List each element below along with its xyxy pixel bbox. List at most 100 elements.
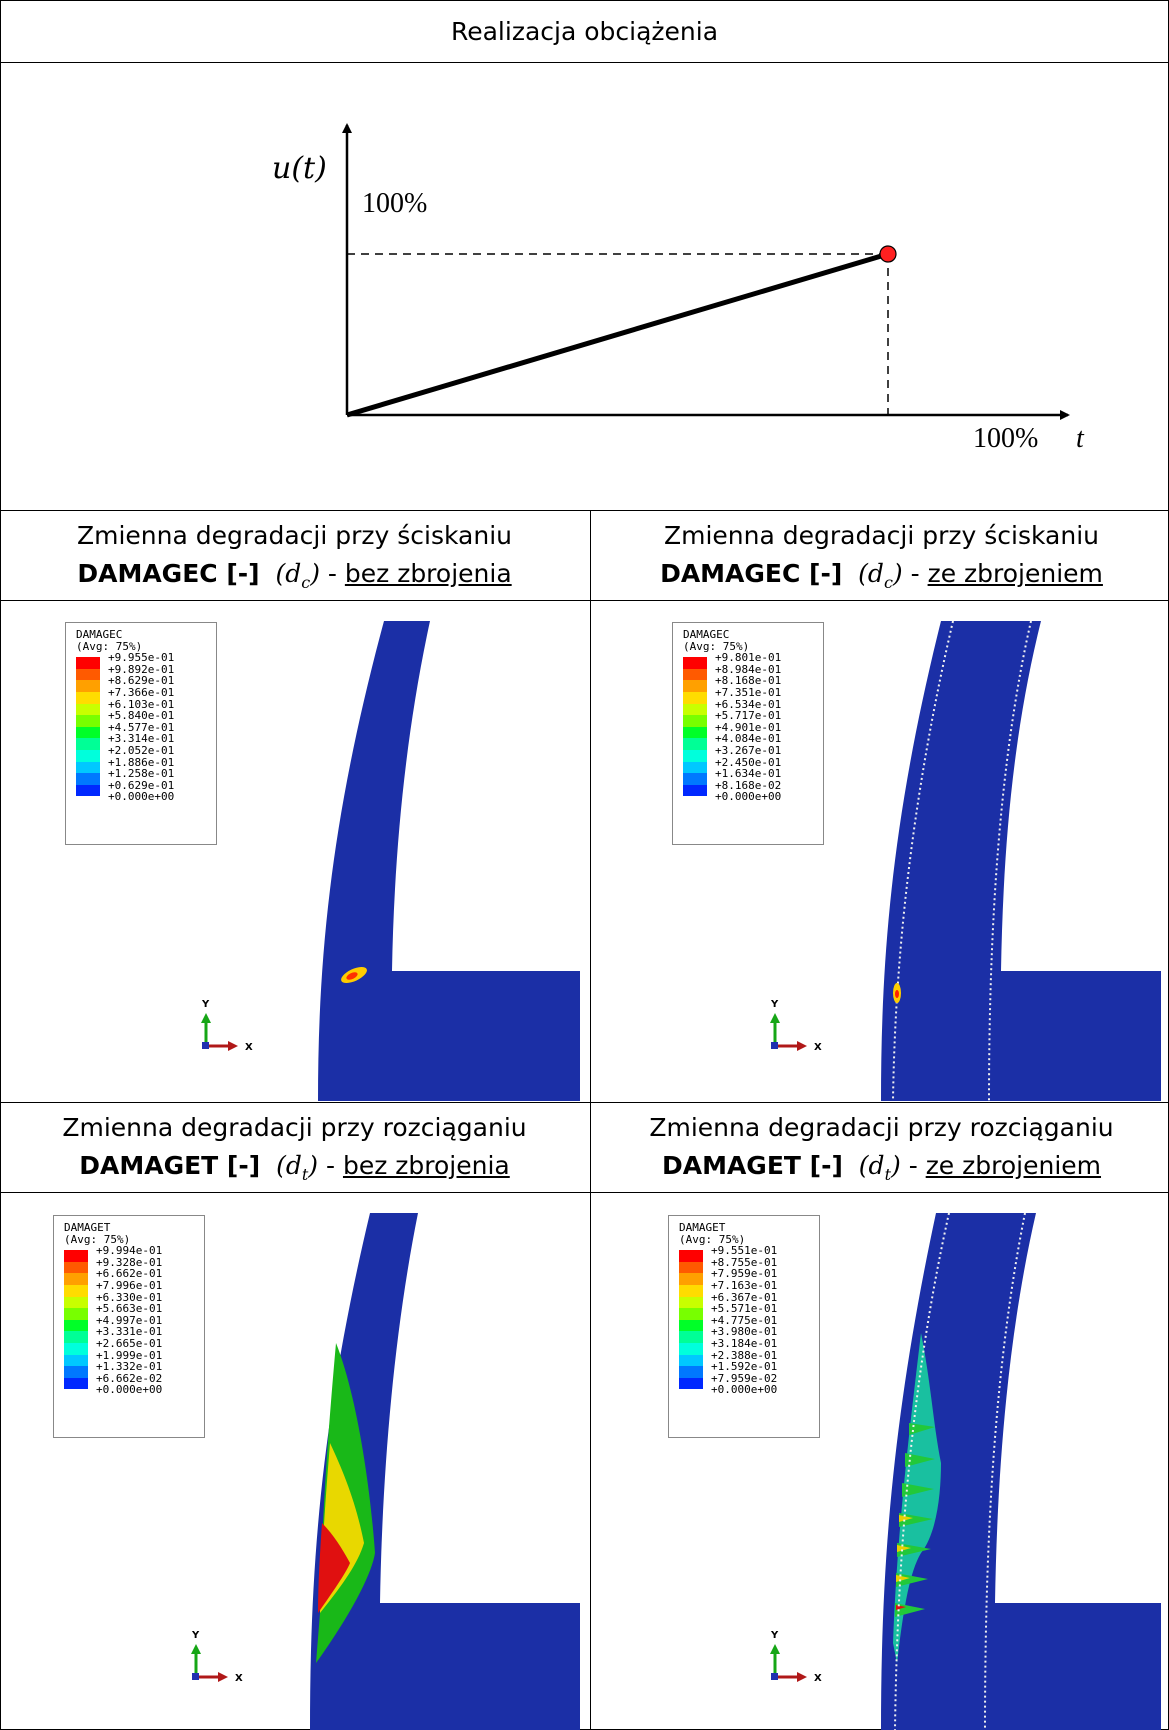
legend-rows: +9.801e-01+8.984e-01+8.168e-01+7.351e-01… bbox=[683, 652, 815, 803]
legend-entry: +4.577e-01 bbox=[76, 721, 208, 739]
legend-value: +6.534e-01 bbox=[715, 697, 782, 711]
legend-entry: +7.959e-01 bbox=[679, 1268, 811, 1285]
legend-entry: +0.000e+00 bbox=[679, 1384, 811, 1396]
legend-swatch bbox=[76, 749, 100, 762]
legend-title: DAMAGET bbox=[679, 1221, 726, 1234]
legend-entry: +6.367e-01 bbox=[679, 1291, 811, 1309]
legend-value: +3.980e-01 bbox=[711, 1325, 778, 1339]
legend-swatch bbox=[683, 680, 707, 692]
legend-value: +4.997e-01 bbox=[96, 1313, 163, 1327]
legend-swatch bbox=[683, 691, 707, 704]
legend-avg: (Avg: 75%) bbox=[683, 639, 750, 653]
legend-entry: +3.184e-01 bbox=[679, 1338, 811, 1355]
legend-entry: +7.366e-01 bbox=[76, 687, 208, 704]
legend-value: +0.000e+00 bbox=[108, 790, 175, 804]
legend-entry: +6.103e-01 bbox=[76, 697, 208, 716]
load-chart: u(t) 100% 100% t bbox=[272, 123, 1085, 454]
legend-entry: +2.388e-01 bbox=[679, 1348, 811, 1367]
axis-x-label: X bbox=[814, 1042, 822, 1053]
legend-title: DAMAGET bbox=[64, 1221, 111, 1234]
legend-swatch bbox=[76, 657, 100, 669]
damage-zone-core bbox=[895, 990, 899, 998]
fem-model-view: Y X bbox=[770, 620, 1161, 1101]
legend-value: +7.959e-02 bbox=[711, 1371, 778, 1385]
load-line bbox=[346, 251, 889, 418]
legend-entry: +7.996e-01 bbox=[64, 1280, 196, 1297]
y-value-label: 100% bbox=[362, 188, 427, 219]
legend-swatch bbox=[679, 1308, 703, 1320]
axis-x-label: X bbox=[235, 1673, 243, 1684]
rebar-line bbox=[984, 1212, 1026, 1730]
legend-value: +4.084e-01 bbox=[715, 732, 782, 746]
legend-value: +3.267e-01 bbox=[715, 743, 782, 757]
legend-entry: +8.168e-01 bbox=[683, 675, 815, 692]
legend-entry: +9.994e-01 bbox=[64, 1245, 196, 1262]
legend-value: +2.450e-01 bbox=[715, 755, 782, 769]
legend-entry: +3.267e-01 bbox=[683, 743, 815, 762]
row-divider bbox=[0, 510, 1169, 511]
legend-swatch bbox=[679, 1319, 703, 1332]
legend-entry: +2.052e-01 bbox=[76, 745, 208, 762]
legend-value: +9.955e-01 bbox=[108, 651, 175, 665]
legend-swatch bbox=[64, 1366, 88, 1378]
contour-legend: DAMAGEC (Avg: 75%) +9.955e-01+9.892e-01+… bbox=[65, 622, 217, 845]
header-line1: Zmienna degradacji przy rozciąganiu bbox=[62, 1113, 527, 1142]
model-shape bbox=[310, 1213, 580, 1730]
axis-y-label: Y bbox=[770, 999, 779, 1010]
legend-value: +4.901e-01 bbox=[715, 720, 782, 734]
header-bold: DAMAGET [-] bbox=[661, 1151, 843, 1180]
legend-swatch bbox=[76, 784, 100, 797]
legend-avg: (Avg: 75%) bbox=[76, 639, 143, 653]
fem-model-view: Y X bbox=[201, 621, 580, 1101]
legend-value: +1.592e-01 bbox=[711, 1360, 778, 1374]
legend-entry: +7.959e-02 bbox=[679, 1371, 811, 1390]
legend-value: +3.331e-01 bbox=[96, 1325, 163, 1339]
model-shape bbox=[881, 1213, 1161, 1730]
legend-entry: +0.000e+00 bbox=[683, 791, 815, 803]
legend-swatch bbox=[64, 1284, 88, 1297]
legend-value: +9.801e-01 bbox=[715, 651, 782, 665]
header-line1: Zmienna degradacji przy ściskaniu bbox=[664, 521, 1099, 550]
legend-swatch bbox=[76, 761, 100, 774]
legend-entry: +9.328e-01 bbox=[64, 1256, 196, 1274]
legend-swatch bbox=[76, 703, 100, 716]
header-math: (dt) bbox=[858, 1151, 901, 1184]
legend-value: +7.351e-01 bbox=[715, 685, 782, 699]
legend-entry: +6.330e-01 bbox=[64, 1290, 196, 1309]
legend-value: +5.663e-01 bbox=[96, 1302, 163, 1316]
legend-value: +1.634e-01 bbox=[715, 767, 782, 781]
legend-entry: +8.984e-01 bbox=[683, 663, 815, 681]
legend-swatch bbox=[64, 1319, 88, 1332]
legend-entry: +9.955e-01 bbox=[76, 651, 208, 669]
legend-value: +4.775e-01 bbox=[711, 1313, 778, 1327]
header-math: (dc) bbox=[858, 559, 903, 592]
row-divider bbox=[0, 62, 1169, 63]
header-link: ze zbrojeniem bbox=[927, 559, 1103, 588]
legend-swatch bbox=[679, 1273, 703, 1285]
legend-value: +3.314e-01 bbox=[108, 732, 175, 746]
panel-header: Zmienna degradacji przy rozciąganiu DAMA… bbox=[3, 1109, 586, 1194]
table-title: Realizacja obciążenia bbox=[450, 16, 719, 46]
legend-entry: +5.717e-01 bbox=[683, 709, 815, 727]
legend-rows: +9.955e-01+9.892e-01+8.629e-01+7.366e-01… bbox=[76, 652, 208, 803]
legend-value: +6.330e-01 bbox=[96, 1290, 163, 1304]
legend-avg: (Avg: 75%) bbox=[64, 1232, 131, 1246]
legend-value: +5.571e-01 bbox=[711, 1302, 778, 1316]
legend-swatch bbox=[683, 657, 707, 669]
legend-value: +6.662e-01 bbox=[96, 1267, 163, 1281]
legend-swatch bbox=[683, 761, 707, 774]
legend-entry: +0.629e-01 bbox=[76, 779, 208, 797]
contour-legend: DAMAGET (Avg: 75%) +9.551e-01+8.755e-01+… bbox=[668, 1215, 820, 1438]
damage-zone-core bbox=[346, 972, 358, 980]
legend-value: +5.717e-01 bbox=[715, 709, 782, 723]
legend-swatch bbox=[679, 1250, 703, 1262]
legend-value: +6.103e-01 bbox=[108, 697, 175, 711]
legend-swatch bbox=[64, 1261, 88, 1274]
legend-value: +2.388e-01 bbox=[711, 1348, 778, 1362]
legend-swatch bbox=[683, 749, 707, 762]
legend-swatch bbox=[683, 726, 707, 739]
legend-entry: +2.450e-01 bbox=[683, 755, 815, 774]
legend-swatch bbox=[76, 773, 100, 785]
legend-value: +0.000e+00 bbox=[96, 1383, 163, 1397]
damage-zone-core bbox=[318, 1523, 350, 1613]
